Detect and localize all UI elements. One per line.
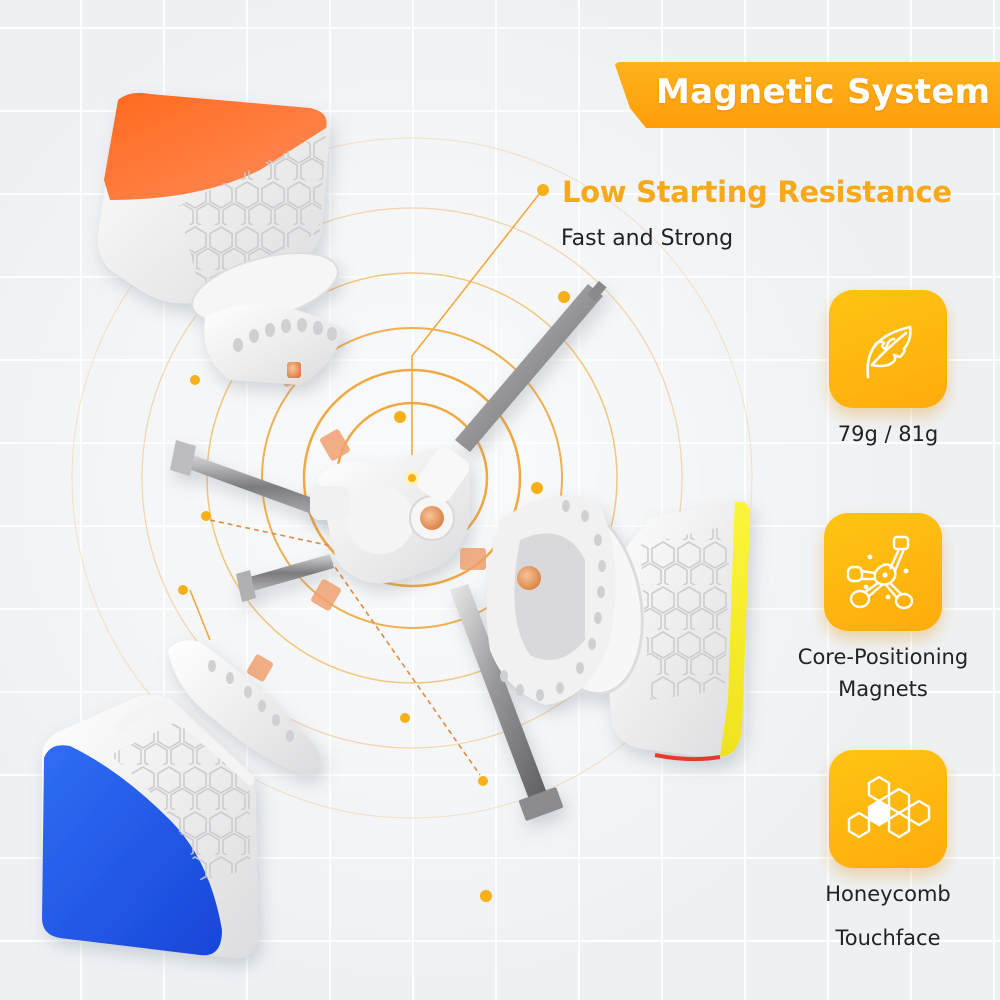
section-banner: Magnetic System — [614, 62, 1000, 128]
feature-honeycomb: Honeycomb Touchface — [788, 750, 988, 954]
headline-subtitle: Fast and Strong — [561, 226, 734, 251]
banner-title: Magnetic System — [656, 72, 991, 112]
yellow-edge-piece — [486, 495, 751, 762]
feature-core-magnets-label: Core-Positioning Magnets — [783, 641, 983, 705]
label-line-2: Magnets — [838, 677, 928, 701]
orange-corner-piece — [97, 92, 345, 385]
feature-honeycomb-label: Honeycomb Touchface — [788, 878, 988, 954]
feature-weight: 79g / 81g — [788, 290, 988, 450]
feature-weight-label: 79g / 81g — [837, 422, 939, 446]
label-line-1: Honeycomb — [825, 882, 951, 906]
headline-title: Low Starting Resistance — [562, 175, 952, 209]
magnet-core-icon — [846, 535, 914, 610]
feather-icon — [866, 325, 912, 379]
blue-corner-piece — [41, 640, 321, 959]
honeycomb-icon — [847, 775, 931, 839]
banner-ribbon — [614, 62, 1000, 128]
label-line-1: Core-Positioning — [797, 645, 969, 669]
feature-tile — [829, 750, 947, 868]
feature-tile — [829, 290, 947, 408]
label-line-2: Touchface — [835, 926, 941, 950]
feature-core-magnets: Core-Positioning Magnets — [783, 513, 983, 705]
feature-tile — [824, 513, 942, 631]
